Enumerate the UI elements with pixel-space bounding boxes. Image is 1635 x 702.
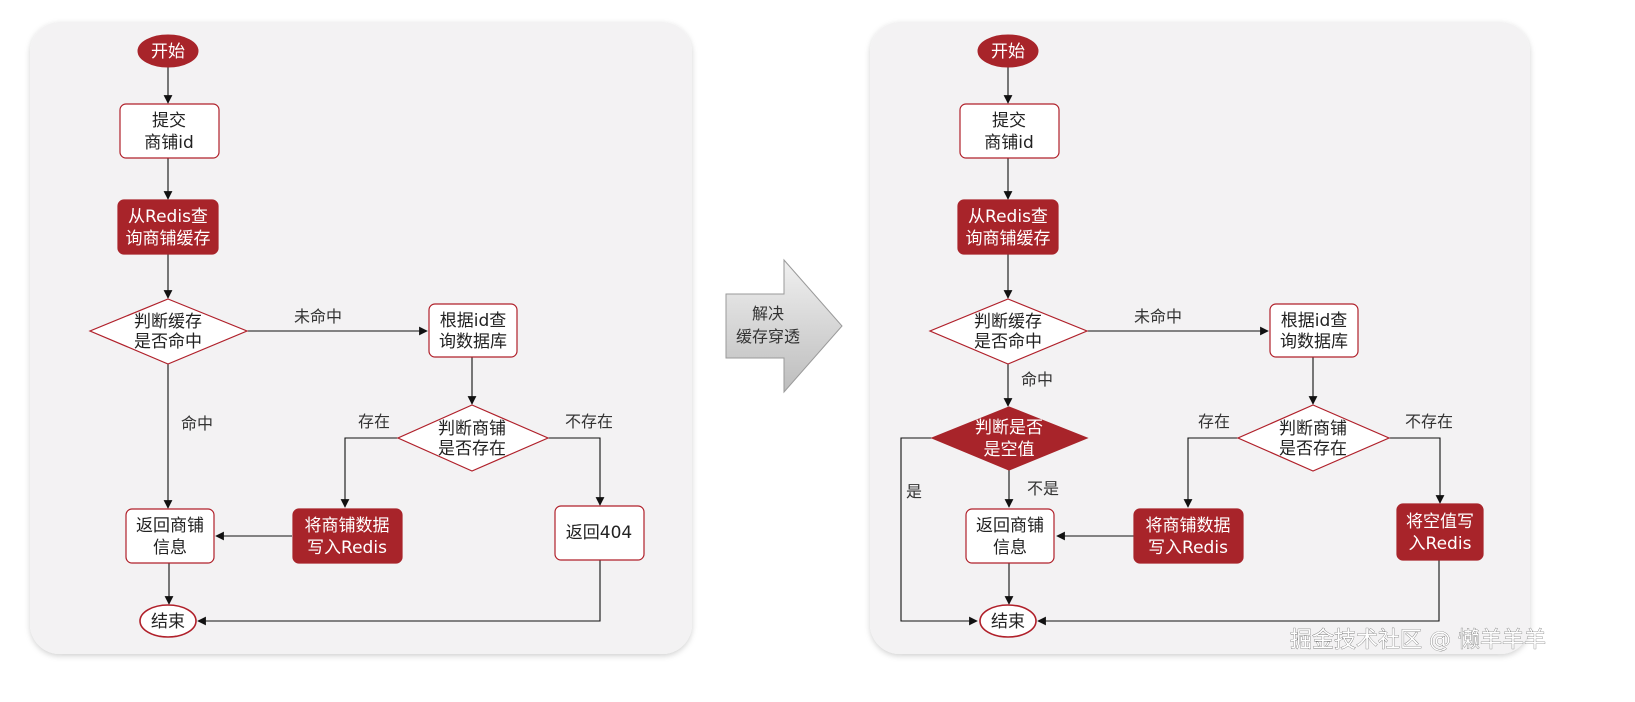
submit-shop-id-node: 提交 商铺id — [959, 103, 1060, 159]
svg-text:开始: 开始 — [991, 42, 1025, 62]
left-edges — [163, 66, 605, 626]
end-node: 结束 — [979, 604, 1037, 638]
svg-text:缓存穿透: 缓存穿透 — [736, 327, 800, 346]
svg-text:从Redis查: 从Redis查 — [128, 207, 208, 227]
edge-label-hit: 命中 — [181, 414, 213, 433]
query-redis-node: 从Redis查 询商铺缓存 — [117, 199, 219, 255]
edge-label-not-exists: 不存在 — [565, 412, 613, 431]
svg-text:写入Redis: 写入Redis — [307, 538, 387, 558]
write-redis-node: 将商铺数据 写入Redis — [292, 508, 403, 564]
edge-label-exists: 存在 — [358, 412, 390, 431]
svg-text:提交: 提交 — [152, 111, 186, 131]
edge-label-hit: 命中 — [1021, 370, 1053, 389]
write-redis-node: 将商铺数据 写入Redis — [1133, 508, 1244, 564]
svg-text:判断商铺: 判断商铺 — [1279, 419, 1347, 439]
return-info-node: 返回商铺 信息 — [965, 508, 1055, 564]
svg-text:将商铺数据: 将商铺数据 — [305, 516, 390, 536]
cache-hit-decision: 判断缓存 是否命中 — [88, 298, 249, 365]
svg-text:判断缓存: 判断缓存 — [134, 312, 202, 332]
return-404-node: 返回404 — [554, 505, 645, 561]
edge-label-exists: 存在 — [1198, 412, 1230, 431]
svg-text:从Redis查: 从Redis查 — [968, 207, 1048, 227]
svg-text:根据id查: 根据id查 — [440, 311, 507, 331]
watermark: 掘金技术社区 @ 懒羊羊羊 — [1290, 628, 1546, 653]
svg-text:开始: 开始 — [151, 42, 185, 62]
cache-hit-decision: 判断缓存 是否命中 — [928, 298, 1089, 365]
query-db-node: 根据id查 询数据库 — [428, 303, 518, 358]
svg-text:结束: 结束 — [991, 612, 1025, 632]
svg-text:将商铺数据: 将商铺数据 — [1146, 516, 1231, 536]
query-redis-node: 从Redis查 询商铺缓存 — [957, 199, 1059, 255]
svg-text:是否存在: 是否存在 — [438, 439, 506, 459]
edge-label-no: 不是 — [1027, 479, 1059, 498]
svg-text:提交: 提交 — [992, 111, 1026, 131]
return-info-node: 返回商铺 信息 — [125, 508, 215, 564]
svg-text:是否命中: 是否命中 — [134, 332, 202, 352]
svg-text:判断是否: 判断是否 — [975, 418, 1043, 438]
svg-text:是否存在: 是否存在 — [1279, 439, 1347, 459]
svg-text:询商铺缓存: 询商铺缓存 — [966, 229, 1051, 249]
svg-text:是空值: 是空值 — [984, 440, 1035, 460]
svg-text:判断缓存: 判断缓存 — [974, 312, 1042, 332]
query-db-node: 根据id查 询数据库 — [1269, 303, 1359, 358]
start-node: 开始 — [977, 34, 1039, 68]
edge-label-not-exists: 不存在 — [1405, 412, 1453, 431]
svg-text:返回商铺: 返回商铺 — [976, 516, 1044, 536]
left-panel: 未命中 命中 存在 不存在 开始 提交 商铺id 从Redis查 询商铺缓存 判… — [30, 22, 692, 654]
svg-text:是否命中: 是否命中 — [974, 332, 1042, 352]
svg-text:信息: 信息 — [153, 538, 187, 558]
svg-text:询数据库: 询数据库 — [439, 332, 507, 352]
svg-text:将空值写: 将空值写 — [1406, 512, 1474, 532]
svg-text:询商铺缓存: 询商铺缓存 — [126, 229, 211, 249]
shop-exists-decision: 判断商铺 是否存在 — [396, 404, 550, 472]
edge-label-miss: 未命中 — [1134, 307, 1182, 326]
transition-arrow: 解决 缓存穿透 — [725, 258, 843, 394]
svg-text:判断商铺: 判断商铺 — [438, 419, 506, 439]
svg-text:询数据库: 询数据库 — [1280, 332, 1348, 352]
svg-text:入Redis: 入Redis — [1409, 534, 1472, 554]
edge-label-miss: 未命中 — [294, 307, 342, 326]
svg-text:写入Redis: 写入Redis — [1148, 538, 1228, 558]
start-node: 开始 — [137, 34, 199, 68]
svg-text:返回404: 返回404 — [566, 523, 632, 543]
null-value-decision: 判断是否 是空值 — [930, 406, 1089, 471]
svg-text:商铺id: 商铺id — [144, 133, 194, 153]
svg-text:信息: 信息 — [993, 538, 1027, 558]
edge-label-yes: 是 — [906, 482, 922, 501]
write-null-node: 将空值写 入Redis — [1396, 503, 1484, 561]
svg-text:商铺id: 商铺id — [984, 133, 1034, 153]
svg-text:根据id查: 根据id查 — [1281, 311, 1348, 331]
end-node: 结束 — [139, 604, 197, 638]
shop-exists-decision: 判断商铺 是否存在 — [1236, 404, 1391, 472]
svg-text:解决: 解决 — [752, 304, 784, 323]
svg-text:返回商铺: 返回商铺 — [136, 516, 204, 536]
right-panel: 未命中 命中 是 不是 存在 不存在 开始 提交 商铺id 从Redis查 询商… — [870, 22, 1530, 654]
svg-text:结束: 结束 — [151, 612, 185, 632]
submit-shop-id-node: 提交 商铺id — [119, 103, 220, 159]
right-edges — [900, 66, 1445, 626]
